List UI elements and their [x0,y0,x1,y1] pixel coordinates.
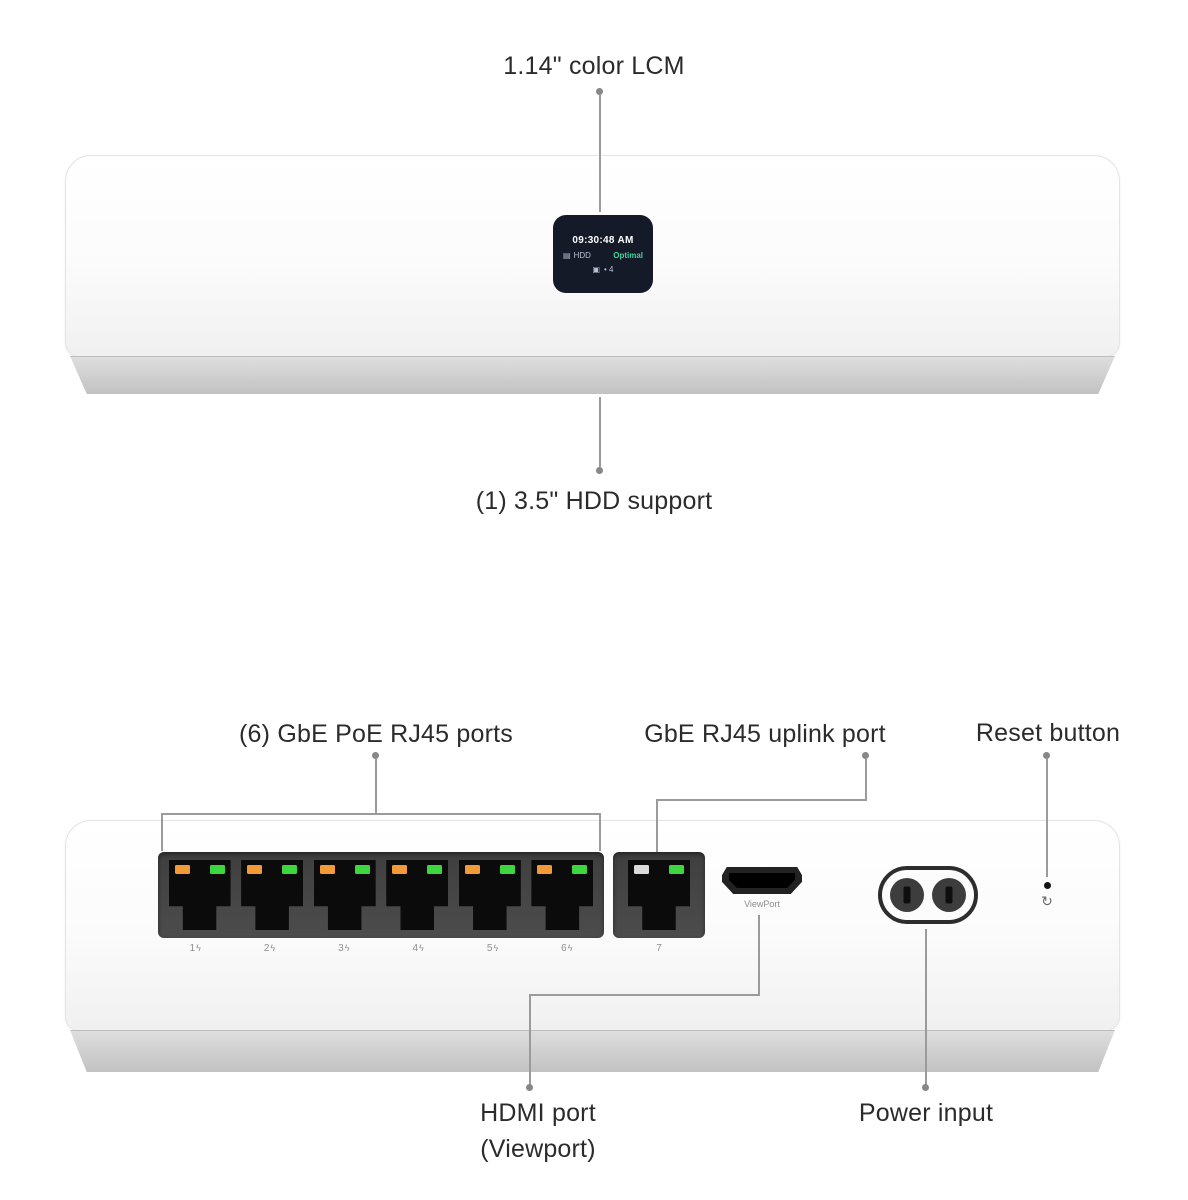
callout-line [599,813,601,851]
led-orange-icon [537,865,553,874]
led-green-icon [209,865,225,874]
led-green-icon [354,865,370,874]
poe-bolt-icon: ϟ [419,943,424,953]
led-green-icon [499,865,515,874]
led-orange-icon [319,865,335,874]
hdd-callout-label: (1) 3.5" HDD support [475,487,713,515]
port-number: 4ϟ [412,943,424,954]
poe-bolt-icon: ϟ [567,943,573,953]
port-number: 2ϟ [263,943,276,954]
lcm-callout-label: 1.14" color LCM [503,52,685,80]
rj45-uplink-port [628,860,690,930]
port-number: 1ϟ [189,943,201,954]
poe-bolt-icon: ϟ [196,943,201,953]
led-off-icon [634,865,649,874]
rj45-port-2 [241,860,304,930]
power-pin-left [890,878,924,912]
callout-line [599,397,601,467]
device-front-base [70,356,1115,394]
callout-dot [862,752,869,759]
reset-callout-label: Reset button [975,719,1121,747]
rj45-port-3 [313,860,376,930]
poe-ports-callout-label: (6) GbE PoE RJ45 ports [239,720,513,748]
rj45-port-5 [458,860,521,930]
device-front-view: 09:30:48 AM ▤ HDD Optimal ▣ • 4 [65,155,1120,357]
viewport-port-label: ViewPort [744,899,780,909]
callout-dot [526,1084,533,1091]
rj45-port-1 [168,860,231,930]
callout-line [1046,759,1048,877]
reset-icon: ↻ [1041,893,1053,909]
power-callout-label: Power input [858,1099,994,1127]
hdmi-port [722,867,802,894]
hdd-icon: ▤ [563,250,571,260]
reset-button-hole [1044,882,1051,889]
port-number: 6ϟ [561,943,573,954]
callout-dot [372,752,379,759]
callout-dot [596,467,603,474]
led-orange-icon [174,865,190,874]
led-green-icon [669,865,684,874]
callout-line [375,759,377,814]
callout-dot [596,88,603,95]
hdmi-callout-line2: (Viewport) [480,1135,596,1163]
port-number: 5ϟ [486,943,499,954]
callout-line [656,799,867,801]
power-pin-right [932,878,966,912]
lcm-hdd-status: Optimal [613,250,643,260]
callout-line [599,95,601,212]
poe-bolt-icon: ϟ [344,943,350,953]
lcm-camera-row: ▣ • 4 [563,265,643,274]
rj45-port-6 [531,860,594,930]
device-rear-base [70,1030,1115,1072]
callout-line [758,915,760,996]
port-number: 3ϟ [338,943,350,954]
led-green-icon [427,865,443,874]
callout-dot [1043,752,1050,759]
callout-line [656,799,658,852]
poe-ports-panel [158,852,604,938]
uplink-callout-label: GbE RJ45 uplink port [644,720,886,748]
led-orange-icon [464,865,480,874]
power-inlet [878,866,978,924]
lcm-hdd-label: HDD [573,250,591,260]
led-orange-icon [392,865,408,874]
callout-line [529,994,531,1087]
lcm-time: 09:30:48 AM [572,234,634,246]
camera-icon: ▣ [592,264,601,274]
uplink-port-number: 7 [656,943,662,954]
callout-line [865,759,867,801]
callout-line [161,813,163,851]
callout-line [925,929,927,1086]
callout-line [529,994,760,996]
hdmi-callout-label: HDMI port (Viewport) [407,1095,669,1167]
led-green-icon [282,865,298,874]
lcm-display: 09:30:48 AM ▤ HDD Optimal ▣ • 4 [553,215,653,293]
lcm-hdd-row: ▤ HDD Optimal [563,251,643,260]
poe-port-numbers: 1ϟ 2ϟ 3ϟ 4ϟ 5ϟ 6ϟ [158,943,604,954]
led-orange-icon [247,865,263,874]
poe-bolt-icon: ϟ [493,943,499,953]
poe-bolt-icon: ϟ [270,943,276,953]
rj45-port-4 [386,860,449,930]
callout-dot [922,1084,929,1091]
lcm-camera-count: • 4 [604,264,614,274]
led-green-icon [572,865,588,874]
uplink-port-panel [613,852,705,938]
callout-line [161,813,601,815]
hdmi-callout-line1: HDMI port [480,1099,596,1127]
